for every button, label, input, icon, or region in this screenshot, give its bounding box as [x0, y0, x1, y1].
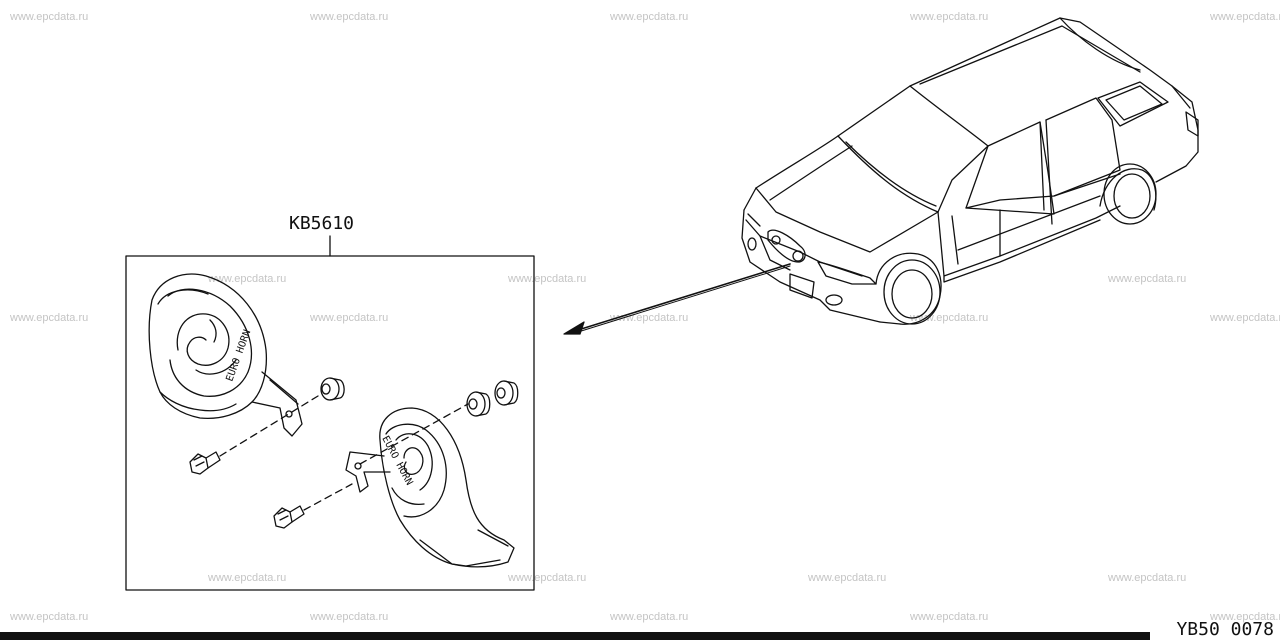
watermark: www.epcdata.ru [208, 572, 287, 584]
watermark: www.epcdata.ru [610, 312, 689, 324]
part-number-label: KB5610 [289, 213, 355, 234]
watermark: www.epcdata.ru [310, 312, 389, 324]
left-horn [148, 273, 345, 475]
watermark: www.epcdata.ru [610, 11, 689, 23]
watermark: www.epcdata.ru [1210, 611, 1280, 623]
watermark: www.epcdata.ru [508, 572, 587, 584]
watermark: www.epcdata.ru [310, 611, 389, 623]
watermark: www.epcdata.ru [1210, 312, 1280, 324]
diagram-code: YB50 0078 [1176, 619, 1274, 640]
location-arrow [563, 263, 791, 335]
watermark: www.epcdata.ru [208, 273, 287, 285]
bottom-bar [0, 632, 1150, 640]
watermark: www.epcdata.ru [310, 11, 389, 23]
watermark: www.epcdata.ru [808, 572, 887, 584]
watermark: www.epcdata.ru [10, 11, 89, 23]
watermark: www.epcdata.ru [910, 11, 989, 23]
watermark: www.epcdata.ru [1108, 572, 1187, 584]
right-horn [273, 380, 519, 568]
watermark: www.epcdata.ru [1210, 11, 1280, 23]
right-horn-lettering: EURO HORN [379, 434, 414, 487]
watermark: www.epcdata.ru [508, 273, 587, 285]
watermark: www.epcdata.ru [610, 611, 689, 623]
watermark: www.epcdata.ru [910, 611, 989, 623]
watermark: www.epcdata.ru [10, 312, 89, 324]
watermark: www.epcdata.ru [10, 611, 89, 623]
part-callout-box [125, 255, 535, 591]
vehicle-illustration [741, 17, 1199, 325]
watermark: www.epcdata.ru [1108, 273, 1187, 285]
